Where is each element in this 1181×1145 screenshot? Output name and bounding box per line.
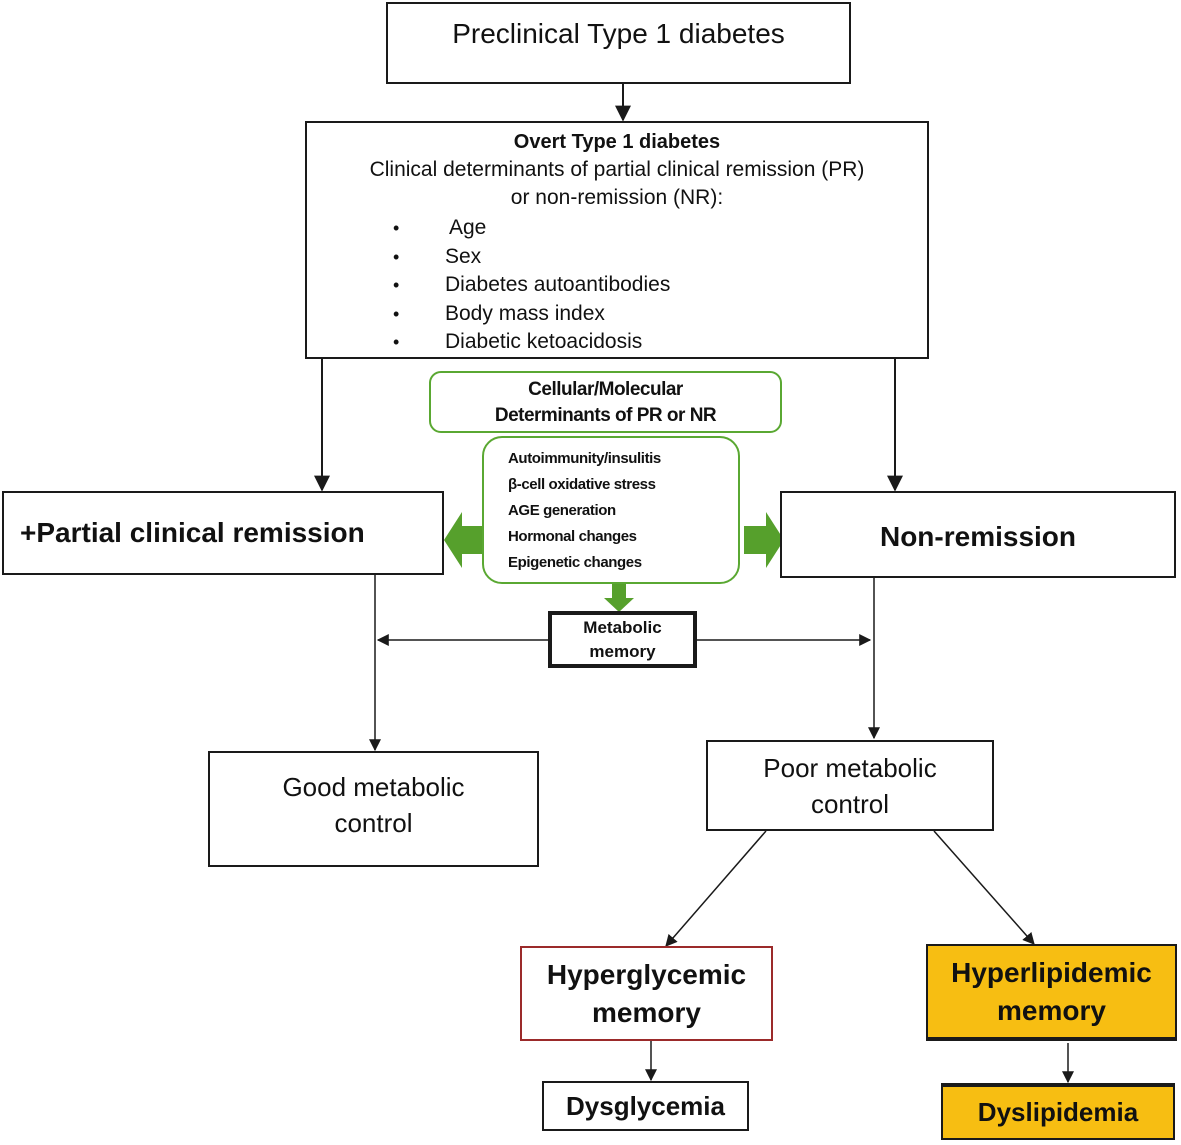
determinant-item: •Age: [393, 216, 487, 239]
good-control-box: Good metabolic control: [208, 751, 539, 867]
poor-control-box: Poor metabolic control: [706, 740, 994, 831]
preclinical-label: Preclinical Type 1 diabetes: [452, 18, 785, 49]
good-control-line2: control: [334, 808, 413, 838]
arrow-poor-to-hyperglycemic: [665, 830, 767, 947]
poor-control-line2: control: [810, 788, 890, 819]
molecular-title-line2: Determinants of PR or NR: [494, 405, 717, 426]
hyperlipidemic-memory-box: Hyperlipidemic memory: [926, 944, 1177, 1041]
molecular-item: Hormonal changes: [508, 528, 637, 545]
determinant-item: •Body mass index: [393, 301, 605, 325]
non-remission-box: Non-remission: [780, 491, 1176, 578]
preclinical-box: Preclinical Type 1 diabetes: [386, 2, 851, 84]
dysglycemia-label: Dysglycemia: [566, 1090, 725, 1121]
metabolic-memory-line1: Metabolic: [583, 617, 662, 637]
hyperglycemic-memory-box: Hyperglycemic memory: [520, 946, 773, 1041]
molecular-title-line1: Cellular/Molecular: [528, 379, 683, 400]
non-remission-label: Non-remission: [879, 520, 1077, 552]
dyslipidemia-label: Dyslipidemia: [977, 1097, 1139, 1127]
metabolic-memory-box: Metabolic memory: [548, 611, 697, 668]
arrow-poor-to-hyperlipidemic: [933, 830, 1035, 945]
good-control-line1: Good metabolic: [282, 772, 465, 802]
determinant-item: •Diabetic ketoacidosis: [393, 330, 643, 354]
determinant-item: •Sex: [393, 244, 482, 268]
dyslipidemia-box: Dyslipidemia: [941, 1083, 1175, 1140]
molecular-item: β-cell oxidative stress: [508, 476, 656, 493]
green-arrow-right-icon: [744, 512, 784, 568]
determinant-item: •Diabetes autoantibodies: [393, 273, 671, 297]
overt-subtitle-line1: Clinical determinants of partial clinica…: [369, 158, 865, 181]
partial-remission-box: +Partial clinical remission: [2, 491, 444, 575]
hyperglycemic-line2: memory: [592, 996, 701, 1028]
overt-subtitle-line2: or non-remission (NR):: [510, 186, 724, 209]
molecular-item: Epigenetic changes: [508, 554, 642, 571]
molecular-title-box: Cellular/Molecular Determinants of PR or…: [429, 371, 782, 433]
green-arrow-left-icon: [444, 512, 484, 568]
dysglycemia-box: Dysglycemia: [542, 1081, 749, 1131]
hyperlipidemic-line1: Hyperlipidemic: [951, 956, 1152, 988]
hyperglycemic-line1: Hyperglycemic: [546, 958, 747, 990]
molecular-item: AGE generation: [508, 502, 616, 519]
molecular-item: Autoimmunity/insulitis: [508, 450, 661, 467]
overt-title: Overt Type 1 diabetes: [513, 131, 721, 153]
hyperlipidemic-line2: memory: [997, 994, 1106, 1026]
green-arrow-down-icon: [604, 584, 634, 612]
partial-remission-label: +Partial clinical remission: [20, 517, 365, 548]
molecular-items-box: Autoimmunity/insulitis β-cell oxidative …: [482, 436, 740, 584]
clinical-determinants-list: •Age •Sex •Diabetes autoantibodies •Body…: [393, 214, 671, 357]
metabolic-memory-line2: memory: [589, 641, 656, 661]
poor-control-line1: Poor metabolic: [763, 752, 937, 783]
overt-diabetes-box: Overt Type 1 diabetes Clinical determina…: [305, 121, 929, 359]
